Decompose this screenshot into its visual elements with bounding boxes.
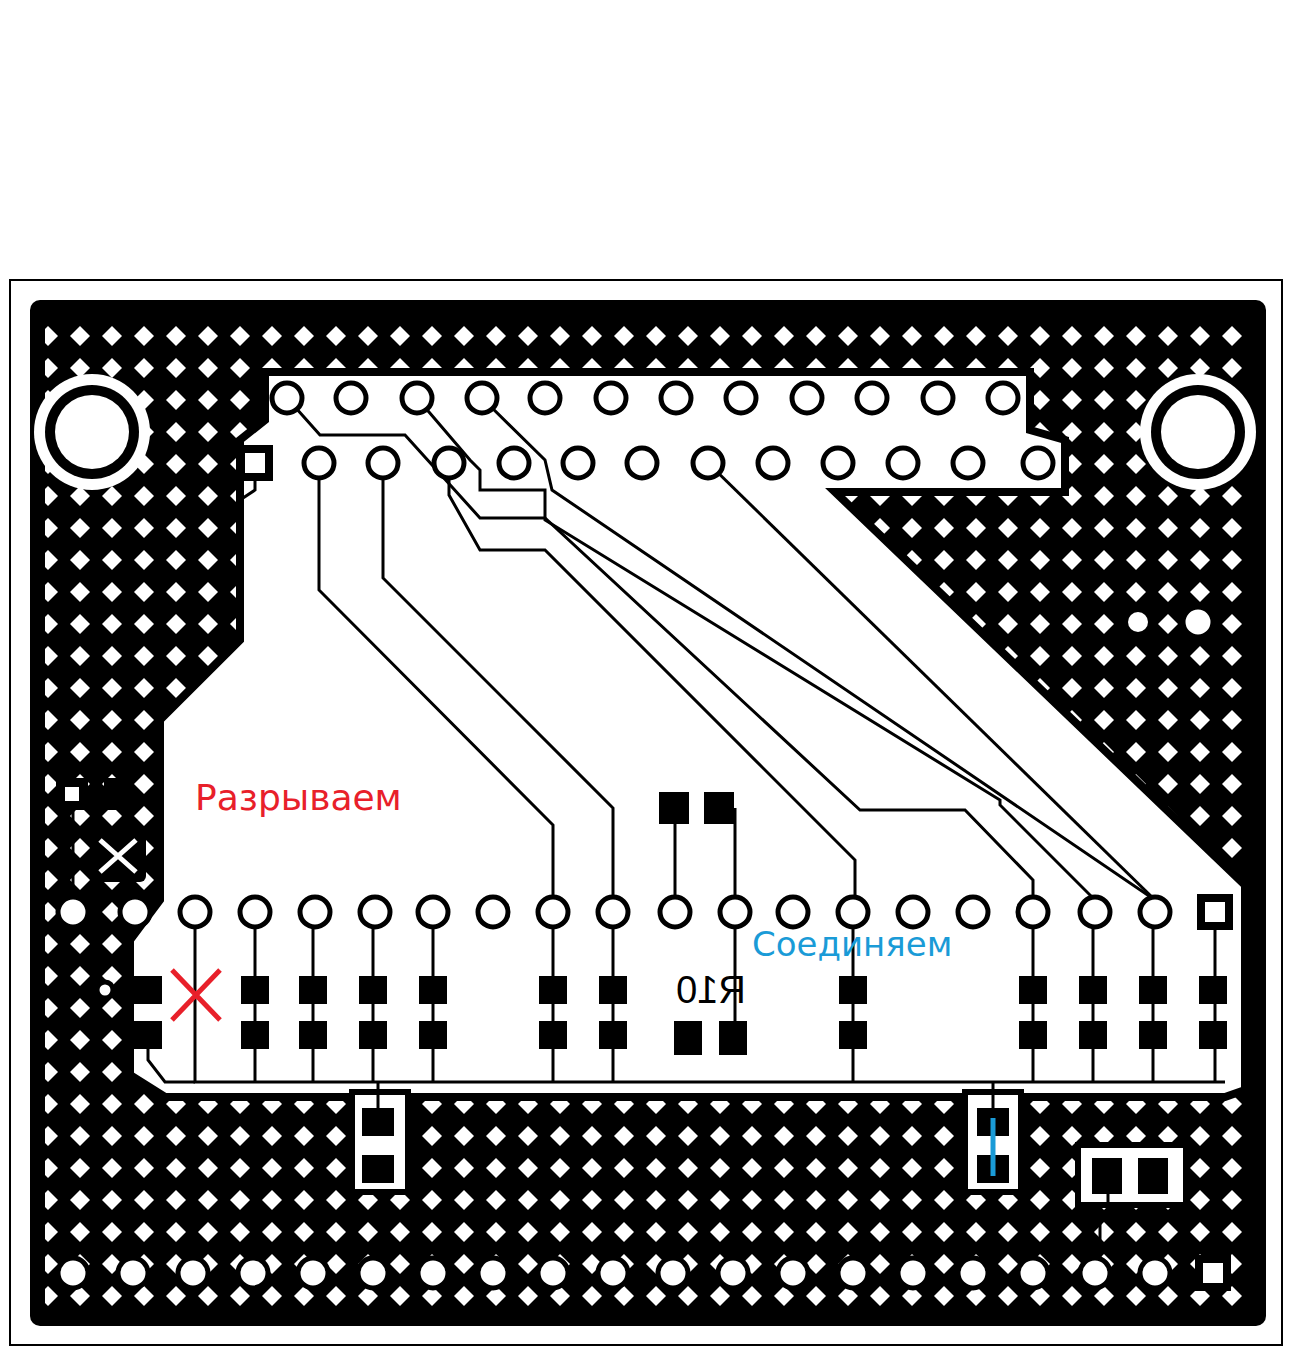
cut-note: Разрываем — [195, 778, 402, 818]
pad-mark — [100, 840, 136, 872]
ground-hatch — [45, 315, 1251, 1311]
pad-stubs — [255, 912, 1153, 1082]
mounting-holes — [34, 374, 1256, 490]
via — [65, 787, 79, 801]
join-note: Соединяем — [752, 926, 952, 963]
traces — [73, 398, 1225, 1273]
smd-pads — [56, 778, 1227, 1194]
through-pads — [58, 383, 1213, 1288]
part-name: R10 — [676, 970, 746, 1012]
board-outline — [10, 280, 1282, 1345]
cut-mark — [172, 970, 220, 1020]
copper-border — [30, 300, 1266, 1326]
capacitor-clearances — [352, 1092, 1186, 1205]
jumper-mark — [991, 1118, 996, 1176]
clear-area — [130, 372, 1245, 1097]
square-pads — [237, 445, 1233, 1291]
